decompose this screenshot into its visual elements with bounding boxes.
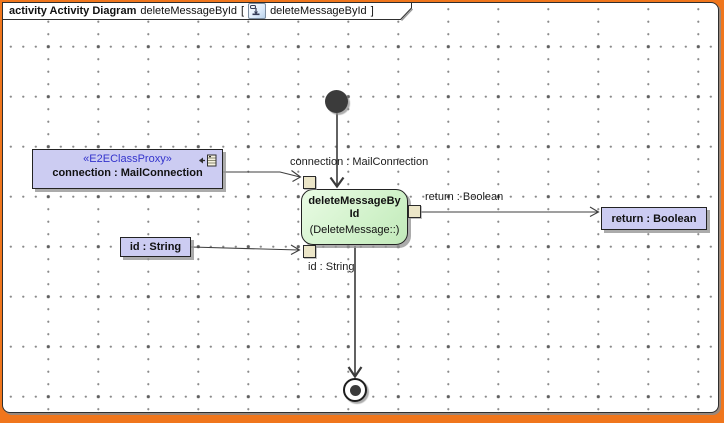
object-node-return[interactable]: return : Boolean — [601, 207, 707, 230]
activity-final-node[interactable] — [343, 378, 367, 402]
initial-node[interactable] — [325, 90, 348, 113]
proxy-object-node[interactable]: «E2EClassProxy» connection : MailConnect… — [32, 149, 223, 189]
frame-header-diagram-name: deleteMessageById — [140, 5, 237, 17]
frame-header-tab[interactable] — [2, 2, 412, 20]
object-node-id[interactable]: id : String — [120, 237, 191, 257]
input-pin-connection[interactable] — [303, 176, 316, 189]
proxy-name: connection : MailConnection — [52, 167, 203, 179]
activity-diagram-icon — [248, 3, 267, 19]
edge-label-connection[interactable]: connection : MailConnection — [290, 156, 429, 168]
action-name-line1: deleteMessageBy — [308, 195, 401, 207]
object-node-id-label: id : String — [129, 241, 182, 253]
object-flow-id-to-id-pin[interactable] — [190, 244, 301, 255]
activity-final-dot — [349, 384, 361, 396]
frame-header-title: activity Activity Diagram — [9, 5, 137, 17]
pin-label-id[interactable]: id : String — [308, 261, 355, 273]
edge-label-return[interactable]: return : Boolean — [425, 191, 504, 203]
frame-header-diagram-ref: deleteMessageById — [270, 5, 367, 17]
action-qualifier: (DeleteMessage::) — [309, 224, 400, 236]
object-node-return-label: return : Boolean — [611, 212, 697, 225]
frame-header-bracket-open: [ — [241, 5, 245, 17]
proxy-stereotype: «E2EClassProxy» — [83, 153, 172, 165]
proxy-link-icon — [197, 154, 217, 167]
action-name-line2: Id — [349, 208, 360, 220]
action-node-deleteMessageById[interactable]: deleteMessageBy Id (DeleteMessage::) — [301, 189, 408, 245]
frame-header-text: activity Activity Diagram deleteMessageB… — [9, 3, 378, 19]
object-flow-proxy-to-connection-pin[interactable] — [223, 170, 302, 182]
output-pin-return[interactable] — [408, 205, 421, 218]
frame-header-bracket-close: ] — [370, 5, 374, 17]
control-flow-action-to-final[interactable] — [347, 246, 363, 379]
input-pin-id[interactable] — [303, 245, 316, 258]
frame-header-tab-shadow — [400, 8, 414, 22]
object-flow-return-pin-to-return[interactable] — [421, 206, 600, 217]
control-flow-initial-to-action[interactable] — [329, 113, 345, 189]
